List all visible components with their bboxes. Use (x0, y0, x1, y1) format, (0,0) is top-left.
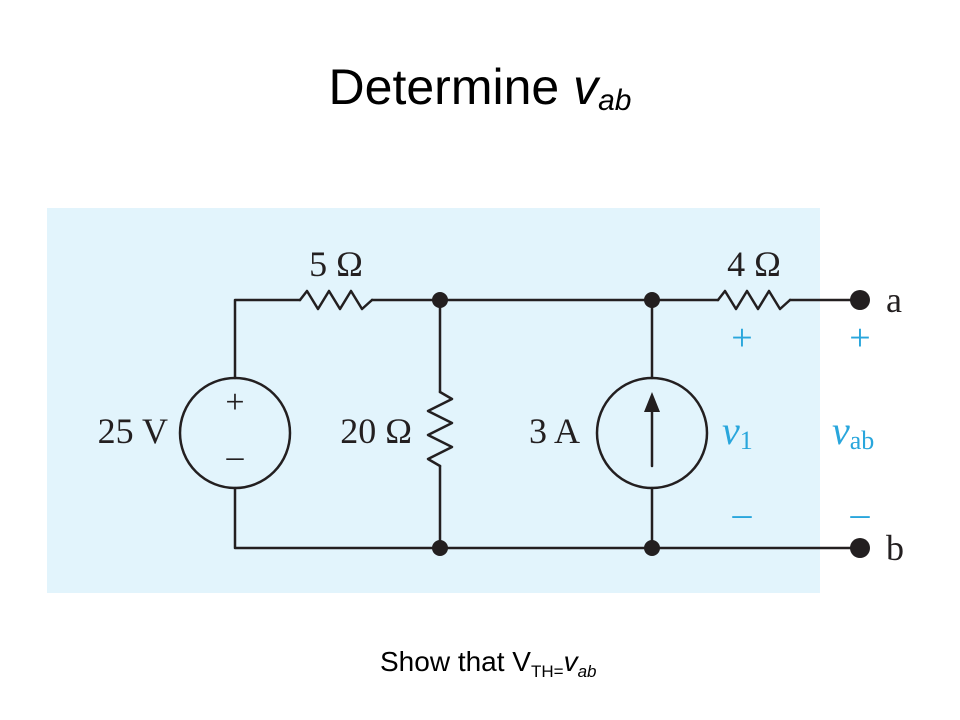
source-minus-sign: – (226, 438, 245, 475)
voltage-source-symbol (178, 376, 292, 490)
current-source-label: 3 A (529, 411, 580, 451)
note-variable-subscript: ab (577, 662, 597, 681)
voltage-source-label: 25 V (98, 411, 168, 451)
junction-bottom-left (432, 540, 448, 556)
wire-top-left (233, 298, 302, 380)
r3-label: 4 Ω (727, 244, 781, 284)
title-text: Determine (328, 59, 574, 115)
r2-label: 20 Ω (340, 411, 412, 451)
vab-var: v (832, 408, 850, 453)
note-variable: v (563, 646, 578, 677)
terminal-a-dot (850, 290, 870, 310)
title-variable: v (573, 59, 599, 115)
slide-title: Determine vab (0, 62, 960, 116)
junction-bottom-right (644, 540, 660, 556)
v1-var: v (722, 408, 740, 453)
r1-label: 5 Ω (309, 244, 363, 284)
junction-top-left (432, 292, 448, 308)
resistor-20-ohm (426, 390, 454, 468)
v1-minus-sign: – (732, 493, 753, 535)
v1-plus-sign: + (731, 317, 752, 359)
vab-minus-sign: – (850, 493, 871, 535)
note-equals: = (553, 662, 564, 681)
terminal-b-dot (850, 538, 870, 558)
vab-sub: ab (850, 426, 875, 455)
note-subscript: TH (530, 662, 554, 681)
bottom-note: Show that VTH=vab (380, 646, 597, 682)
title-subscript: ab (598, 84, 632, 117)
resistor-5-ohm (298, 289, 374, 311)
circuit-panel (47, 208, 820, 593)
current-arrow-head (644, 392, 660, 412)
terminal-b-label: b (886, 528, 904, 568)
vab-label: vab (832, 408, 874, 455)
v1-sub: 1 (740, 426, 753, 455)
terminal-a-label: a (886, 280, 902, 320)
v1-label: v1 (722, 408, 753, 455)
resistor-4-ohm (716, 289, 792, 311)
note-text: Show that V (380, 646, 531, 677)
vab-plus-sign: + (849, 317, 870, 359)
source-plus-sign: + (225, 384, 244, 421)
junction-top-right (644, 292, 660, 308)
